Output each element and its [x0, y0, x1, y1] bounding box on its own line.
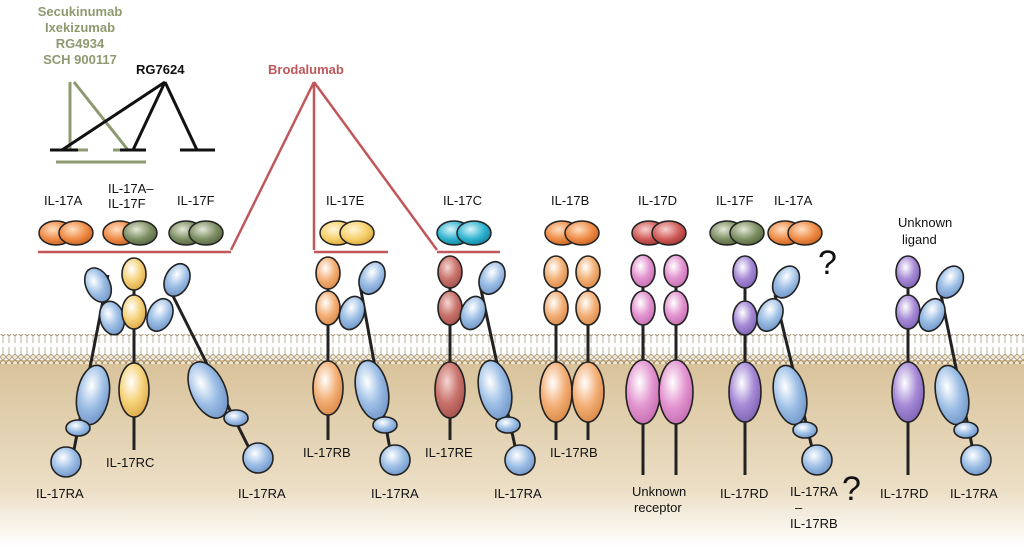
ligand-il17f-2 [709, 220, 765, 246]
drug-secukinumab: Secukinumab [37, 4, 123, 19]
receptor-unknown [625, 254, 694, 475]
cell-membrane [0, 334, 1024, 364]
receptor-label-il17rb-2: IL-17RB [550, 445, 598, 460]
receptor-il17ra-2 [146, 262, 274, 474]
receptor-label-il17ra-5: IL-17RA [950, 486, 998, 501]
receptor-label-il17ra-rb-1: IL-17RA [790, 484, 838, 499]
ligand-il17e [319, 220, 375, 246]
ligand-label-il17f-2: IL-17F [716, 193, 754, 208]
ligand-label-il17a: IL-17A [44, 193, 83, 208]
drug-brodalumab: Brodalumab [268, 62, 344, 77]
ligand-label-il17d: IL-17D [638, 193, 678, 208]
ligand-il17f [168, 220, 224, 246]
receptor-label-il17ra-rb-2: – [795, 500, 803, 515]
drug-rg4934: RG4934 [55, 36, 105, 51]
receptor-il17rd-1 [728, 255, 762, 475]
ligand-label-il17af-2: IL-17F [108, 196, 146, 211]
ligand-il17c [436, 220, 492, 246]
receptor-label-il17rd-2: IL-17RD [880, 486, 929, 501]
rg7624-lines [50, 80, 215, 152]
receptor-label-il17rc: IL-17RC [106, 455, 155, 470]
ligand-label-il17af-1: IL-17A– [108, 181, 154, 196]
receptor-label-il17rd-1: IL-17RD [720, 486, 769, 501]
ligand-label-il17c: IL-17C [443, 193, 483, 208]
ligand-il17b [544, 220, 600, 246]
receptor-il17ra-rb [756, 265, 833, 476]
receptor-il17ra-3 [338, 260, 411, 476]
receptor-il17re [434, 255, 466, 440]
ligand-il17a-2 [767, 220, 823, 246]
receptor-label-il17re: IL-17RE [425, 445, 473, 460]
drug-sch900117: SCH 900117 [43, 52, 117, 67]
receptor-il17rb-1 [312, 256, 344, 440]
ligand-label-unknown-1: Unknown [898, 215, 953, 230]
receptor-label-unknown-2: receptor [634, 500, 682, 515]
receptor-label-unknown-1: Unknown [632, 484, 687, 499]
receptor-label-il17ra-4: IL-17RA [494, 486, 542, 501]
ligand-label-il17e: IL-17E [326, 193, 365, 208]
ligand-il17d [631, 220, 687, 246]
receptor-il17ra-4 [459, 260, 536, 476]
receptor-il17rc [118, 257, 150, 450]
receptor-il17ra-1 [50, 267, 126, 478]
ligand-label-il17b: IL-17B [551, 193, 590, 208]
brodalumab-lines [38, 81, 500, 254]
ligand-label-unknown-2: ligand [902, 232, 937, 247]
receptor-label-il17ra-2: IL-17RA [238, 486, 286, 501]
receptor-label-il17ra-3: IL-17RA [371, 486, 419, 501]
question-mark-receptor: ? [842, 470, 861, 508]
ligand-il17af [102, 220, 158, 246]
receptor-label-il17rb-1: IL-17RB [303, 445, 351, 460]
ligand-label-il17f: IL-17F [177, 193, 215, 208]
ligand-label-il17a-2: IL-17A [774, 193, 813, 208]
receptor-label-il17ra-1: IL-17RA [36, 486, 84, 501]
question-mark-ligand: ? [818, 244, 837, 282]
receptor-label-il17ra-rb-3: IL-17RB [790, 516, 838, 531]
drug-rg7624: RG7624 [136, 62, 185, 77]
receptor-il17rd-2 [891, 255, 925, 475]
receptor-il17rb-2 [539, 255, 605, 440]
drug-ixekizumab: Ixekizumab [44, 20, 116, 35]
drug-group-green: Secukinumab Ixekizumab RG4934 SCH 900117 [10, 4, 150, 68]
receptor-il17ra-5 [918, 265, 992, 476]
ligand-il17a [38, 220, 94, 246]
